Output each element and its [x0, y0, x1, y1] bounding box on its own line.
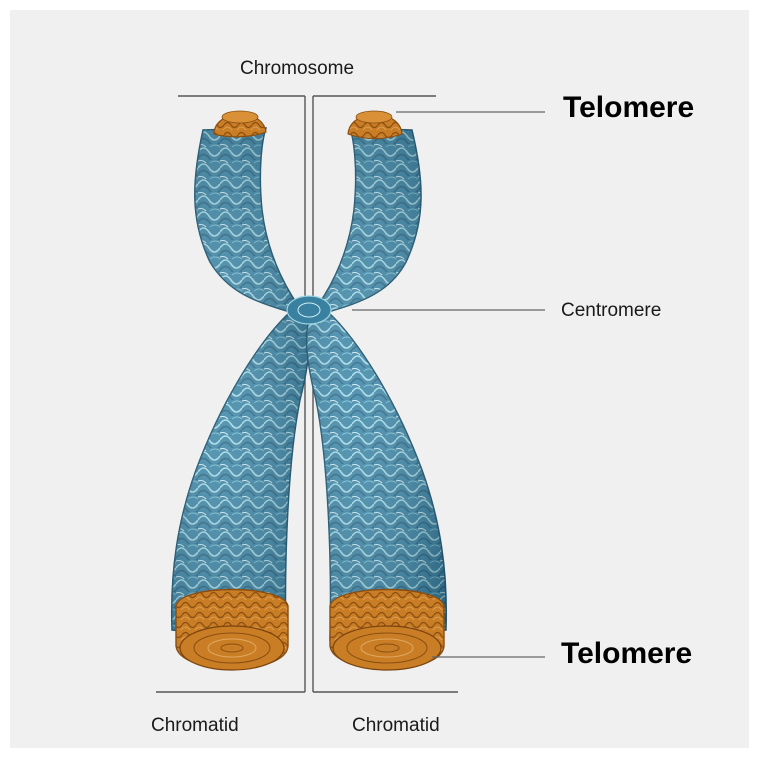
chromatid-right-label: Chromatid	[352, 715, 440, 737]
telomere-cap-bottom-left	[176, 590, 288, 671]
centromere-label: Centromere	[561, 300, 661, 322]
chromosome-label: Chromosome	[240, 58, 354, 80]
left-chromatid	[172, 128, 310, 640]
telomere-cap-top-left	[214, 111, 266, 137]
centromere-knot	[287, 296, 331, 324]
chromatid-left-label: Chromatid	[151, 715, 239, 737]
telomere-bottom-label: Telomere	[561, 637, 692, 671]
telomere-cap-top-right	[348, 111, 402, 139]
telomere-top-label: Telomere	[563, 91, 694, 125]
right-chromatid	[307, 128, 447, 640]
telomere-cap-bottom-right	[330, 590, 444, 671]
